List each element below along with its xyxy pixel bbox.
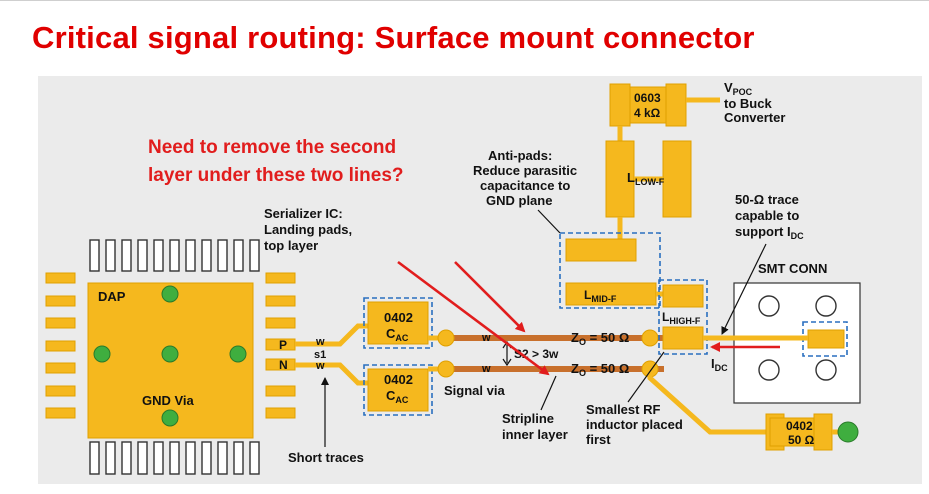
cap-top-size: 0402: [384, 310, 413, 325]
right-landing-pads: [265, 272, 296, 419]
lhigh-pad-bottom: [662, 326, 704, 350]
gnd-via-bottom: [161, 409, 179, 427]
pin-n-label: N: [279, 358, 288, 372]
smt-signal-pad: [807, 329, 845, 349]
term-pad-right: [813, 413, 833, 451]
cap-top-body: [367, 301, 429, 345]
smt-hole-top-right: [815, 295, 837, 317]
lmid-pad-top: [565, 238, 637, 262]
gnd-via-top: [161, 285, 179, 303]
short-traces-label: Short traces: [288, 450, 364, 465]
gnd-via-center: [161, 345, 179, 363]
cap-bot-body: [367, 368, 429, 412]
question-line2: layer under these two lines?: [148, 165, 404, 186]
gnd-vias: [93, 285, 247, 427]
serializer-label-line1: Serializer IC:: [264, 206, 343, 221]
trace-n-to-cap: [295, 362, 370, 386]
z-bot-label: ZO = 50 Ω: [571, 361, 629, 378]
z-top-label: ZO = 50 Ω: [571, 330, 629, 347]
trace50-label-line1: 50-Ω trace: [735, 192, 799, 207]
dap-label: DAP: [98, 289, 126, 304]
smt-hole-top-left: [758, 295, 780, 317]
term-gnd-via: [837, 421, 859, 443]
gnd-via-left: [93, 345, 111, 363]
signal-via-top-right: [641, 329, 659, 347]
ic-top-pin-row: [89, 239, 260, 272]
smt-hole-bottom-right: [815, 359, 837, 381]
vpoc-label-line3: Converter: [724, 110, 785, 125]
left-landing-pads: [45, 272, 76, 419]
smt-conn-label: SMT CONN: [758, 261, 827, 276]
antipads-label-line1: Anti-pads:: [488, 148, 552, 163]
w-n-label: w: [315, 360, 325, 372]
serializer-label-line3: top layer: [264, 238, 318, 253]
trace50-label-line2: capable to: [735, 208, 799, 223]
antipads-label-line3: capacitance to: [480, 178, 570, 193]
antipads-label-line2: Reduce parasitic: [473, 163, 577, 178]
cap-top-outline: [363, 297, 433, 349]
llow-pad-left: [605, 140, 635, 218]
trace-p-to-cap: [295, 323, 370, 347]
smallest-rf-label-line3: first: [586, 432, 611, 447]
w-p-label: w: [315, 336, 325, 348]
smallest-rf-callout-line: [627, 351, 665, 403]
smallest-rf-label-line2: inductor placed: [586, 417, 683, 432]
smallest-rf-label-line1: Smallest RF: [586, 402, 660, 417]
stripline-label-line1: Stripline: [502, 411, 554, 426]
signal-via-top-left: [437, 329, 455, 347]
llow-pad-right: [662, 140, 692, 218]
smt-hole-bottom-left: [758, 359, 780, 381]
stripline-callout-line: [540, 375, 557, 411]
trace50-label-line3: support IDC: [735, 224, 804, 241]
s1-label: s1: [314, 349, 326, 361]
w-strip-bot-label: w: [481, 363, 491, 375]
pin-p-label: P: [279, 338, 287, 352]
antipads-label-line4: GND plane: [486, 193, 552, 208]
cap-top-name: CAC: [386, 326, 409, 343]
vpoc-label: VPOC: [724, 80, 753, 97]
antipads-callout-line: [537, 209, 561, 234]
cap-bot-name: CAC: [386, 388, 409, 405]
vpoc-label-line2: to Buck: [724, 96, 772, 111]
top-rule: [0, 0, 929, 1]
slide-title: Critical signal routing: Surface mount c…: [32, 20, 755, 55]
resistor-size: 0603: [634, 91, 661, 105]
lhigh-label: LHIGH-F: [662, 310, 701, 326]
term-value: 50 Ω: [788, 433, 815, 447]
lmid-label: LMID-F: [584, 288, 617, 304]
idc-label: IDC: [711, 356, 728, 373]
ic-bottom-pin-row: [89, 441, 260, 475]
gnd-via-label: GND Via: [142, 393, 195, 408]
lhigh-pad-top: [662, 284, 704, 308]
trace50-callout-arrow: [721, 243, 767, 335]
signal-via-bottom-left: [437, 360, 455, 378]
serializer-label-line2: Landing pads,: [264, 222, 352, 237]
stripline-label-line2: inner layer: [502, 427, 568, 442]
w-strip-top-label: w: [481, 332, 491, 344]
question-arrow-bottom: [397, 260, 550, 376]
cap-bot-outline: [363, 364, 433, 416]
signal-via-label: Signal via: [444, 383, 505, 398]
lmid-antipad-outline: [559, 232, 661, 309]
llow-label: LLOW-F: [627, 170, 665, 187]
trace-to-termination: [647, 369, 770, 435]
cap-bot-size: 0402: [384, 372, 413, 387]
resistor-value: 4 kΩ: [634, 106, 661, 120]
gnd-via-right: [229, 345, 247, 363]
term-size: 0402: [786, 419, 813, 433]
resistor-0603-pad-left: [609, 83, 631, 127]
question-line1: Need to remove the second: [148, 137, 396, 158]
question-arrow-top: [454, 261, 526, 333]
lhigh-antipad-outline: [658, 279, 708, 355]
resistor-0603-pad-right: [665, 83, 687, 127]
